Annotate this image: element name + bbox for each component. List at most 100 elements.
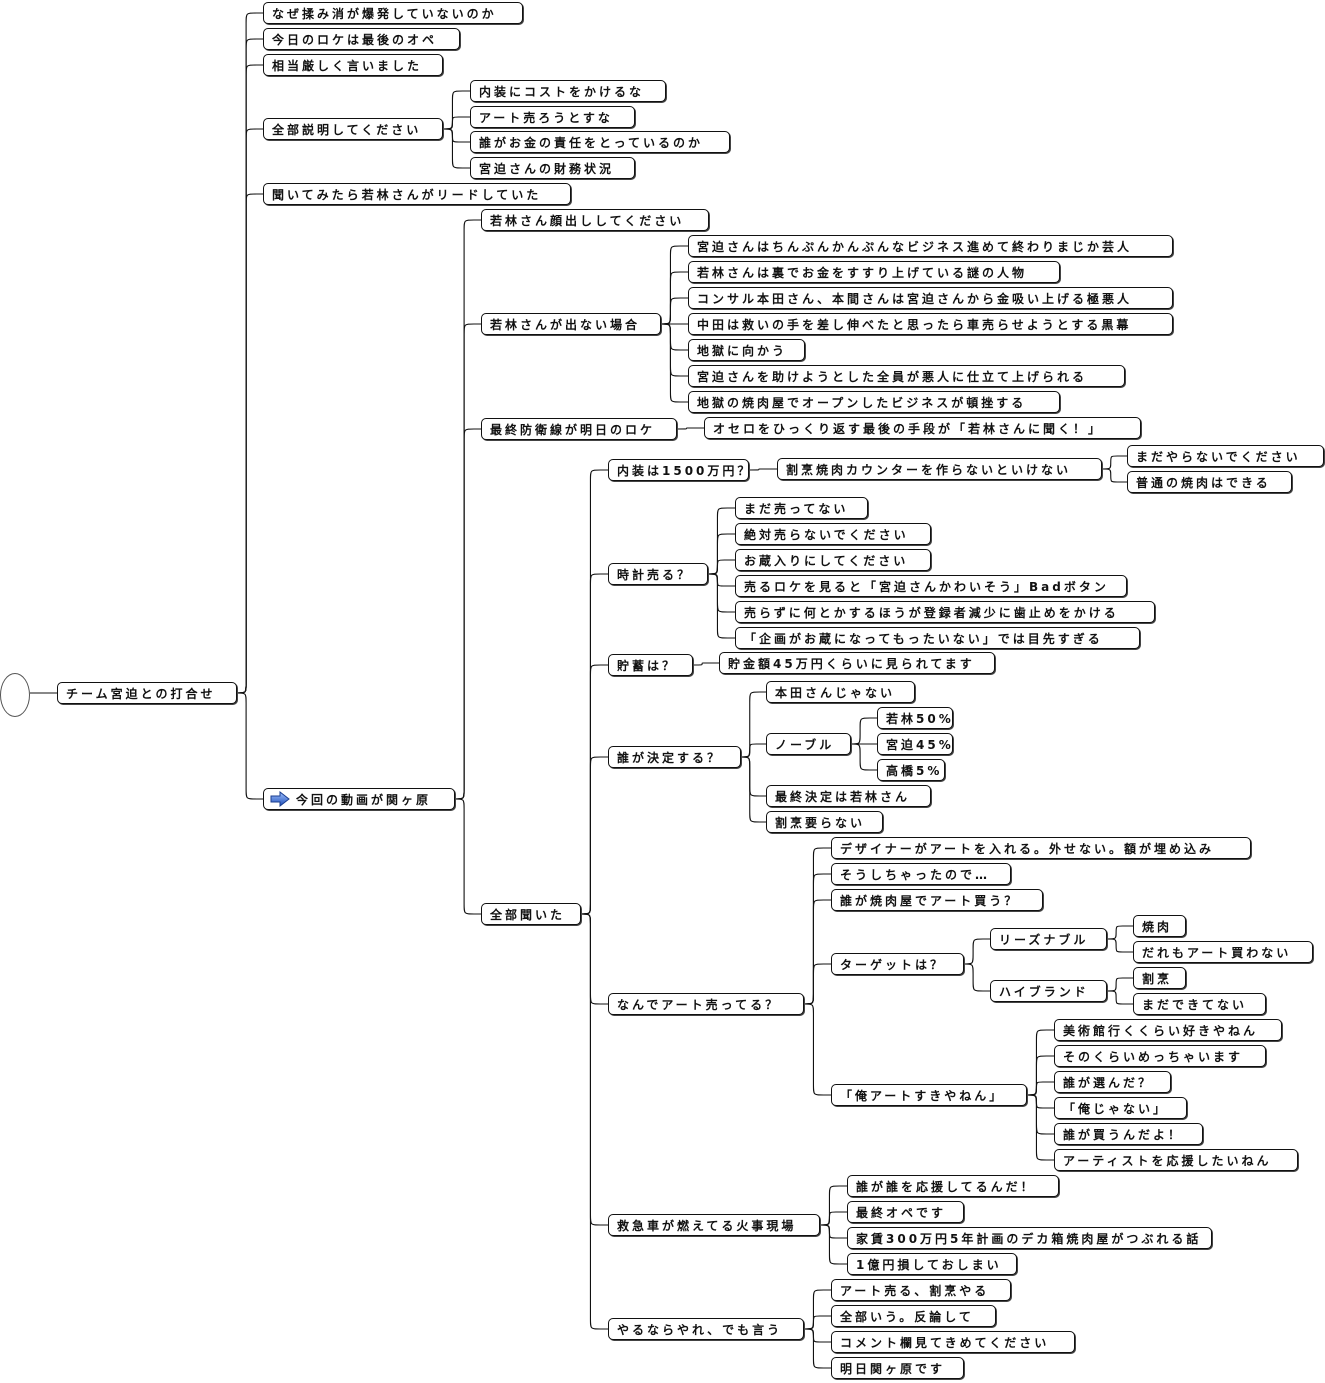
connector-n48-n49 bbox=[963, 938, 990, 965]
topic-node[interactable]: 今日のロケは最後のオペ bbox=[263, 28, 460, 50]
node-label: 内装は1500万円？ bbox=[617, 463, 749, 478]
topic-node[interactable]: 若林50% bbox=[877, 707, 953, 729]
topic-node[interactable]: 貯蓄は？ bbox=[608, 654, 693, 676]
topic-node[interactable]: 誰が焼肉屋でアート買う？ bbox=[831, 889, 1043, 911]
topic-node[interactable]: 誰が誰を応援してるんだ！ bbox=[847, 1175, 1059, 1197]
topic-node[interactable]: 売るロケを見ると「宮迫さんかわいそう」Badボタン bbox=[735, 575, 1127, 597]
node-label: やるならやれ、でも言う bbox=[617, 1322, 783, 1337]
topic-node[interactable]: 割烹焼肉カウンターを作らないといけない bbox=[777, 458, 1102, 480]
topic-node[interactable]: ノーブル bbox=[766, 733, 851, 755]
topic-node[interactable]: お蔵入りにしてください bbox=[735, 549, 931, 571]
topic-node[interactable]: だれもアート買わない bbox=[1133, 941, 1313, 963]
topic-node[interactable]: 救急車が燃えてる火事現場 bbox=[608, 1214, 820, 1236]
topic-node[interactable]: そうしちゃったので… bbox=[831, 863, 1011, 885]
topic-node[interactable]: なぜ揉み消が爆発していないのか bbox=[263, 2, 523, 24]
connector-n36-n38 bbox=[740, 743, 766, 758]
connector-n52-n53 bbox=[1106, 977, 1133, 992]
topic-node[interactable]: 家賃300万円5年計画のデカ箱焼肉屋がつぶれる話 bbox=[847, 1227, 1212, 1249]
topic-node[interactable]: 割烹要らない bbox=[766, 811, 883, 833]
root-connector-oval bbox=[0, 673, 30, 717]
topic-node[interactable]: 誰が選んだ？ bbox=[1054, 1071, 1171, 1093]
topic-node[interactable]: 宮迫さんはちんぷんかんぷんなビジネス進めて終わりまじか芸人 bbox=[688, 235, 1173, 257]
topic-node[interactable]: まだできてない bbox=[1133, 993, 1266, 1015]
topic-node[interactable]: 高橋5% bbox=[877, 759, 945, 781]
node-label: そのくらいめっちゃいます bbox=[1063, 1049, 1244, 1064]
right-arrow-icon bbox=[270, 791, 290, 807]
topic-node[interactable]: 美術館行くくらい好きやねん bbox=[1054, 1019, 1282, 1041]
connector-n10-n22 bbox=[454, 798, 481, 915]
topic-node[interactable]: 相当厳しく言いました bbox=[263, 54, 443, 76]
topic-node[interactable]: 1億円損しておしまい bbox=[847, 1253, 1017, 1275]
topic-node[interactable]: ターゲットは？ bbox=[831, 953, 964, 975]
topic-node[interactable]: なんでアート売ってる？ bbox=[608, 993, 804, 1015]
topic-node[interactable]: 地獄の焼肉屋でオープンしたビジネスが頓挫する bbox=[688, 391, 1060, 413]
topic-node[interactable]: デザイナーがアートを入れる。外せない。額が埋め込み bbox=[831, 837, 1251, 859]
connector-n10-n11 bbox=[454, 219, 481, 800]
topic-node[interactable]: 最終防衛線が明日のロケ bbox=[481, 418, 677, 440]
node-label: チーム宮迫との打合せ bbox=[66, 686, 216, 701]
topic-node[interactable]: 最終オペです bbox=[847, 1201, 964, 1223]
topic-node[interactable]: まだ売ってない bbox=[735, 497, 868, 519]
topic-node[interactable]: 全部説明してください bbox=[263, 118, 443, 140]
topic-node[interactable]: 宮迫さんを助けようとした全員が悪人に仕立て上げられる bbox=[688, 365, 1125, 387]
topic-node[interactable]: アーティストを応援したいねん bbox=[1054, 1149, 1298, 1171]
topic-node[interactable]: アート売ろうとすな bbox=[470, 106, 635, 128]
topic-node[interactable]: 普通の焼肉はできる bbox=[1127, 471, 1292, 493]
topic-node[interactable]: 焼肉 bbox=[1133, 915, 1186, 937]
connector-n0-n9 bbox=[236, 193, 263, 694]
topic-node[interactable]: 「企画がお蔵になってもったいない」では目先すぎる bbox=[735, 627, 1140, 649]
connector-n44-n47 bbox=[803, 899, 831, 1005]
connector-n44-n48 bbox=[803, 963, 831, 1005]
node-label: 全部いう。反論して bbox=[840, 1309, 974, 1324]
topic-node[interactable]: 「俺アートすきやねん」 bbox=[831, 1084, 1027, 1106]
node-label: デザイナーがアートを入れる。外せない。額が埋め込み bbox=[840, 841, 1215, 856]
connector-n27-n28 bbox=[707, 507, 735, 575]
topic-node[interactable]: 宮迫45% bbox=[877, 733, 953, 755]
topic-node[interactable]: リーズナブル bbox=[990, 928, 1107, 950]
connector-n55-n59 bbox=[1026, 1094, 1054, 1109]
node-label: 割烹要らない bbox=[775, 815, 866, 830]
topic-node[interactable]: 地獄に向かう bbox=[688, 339, 805, 361]
topic-node[interactable]: 若林さんは裏でお金をすすり上げている謎の人物 bbox=[688, 261, 1060, 283]
topic-node[interactable]: 若林さんが出ない場合 bbox=[481, 313, 661, 335]
topic-node[interactable]: 宮迫さんの財務状況 bbox=[470, 157, 635, 179]
topic-node[interactable]: 聞いてみたら若林さんがリードしていた bbox=[263, 183, 571, 205]
topic-node[interactable]: アート売る、割烹やる bbox=[831, 1279, 1011, 1301]
topic-node[interactable]: 誰が決定する？ bbox=[608, 746, 741, 768]
topic-node[interactable]: 今回の動画が関ヶ原 bbox=[263, 788, 455, 810]
topic-node[interactable]: やるならやれ、でも言う bbox=[608, 1318, 804, 1340]
topic-node[interactable]: 最終決定は若林さん bbox=[766, 785, 931, 807]
topic-node[interactable]: 明日関ヶ原です bbox=[831, 1357, 964, 1379]
topic-node[interactable]: 売らずに何とかするほうが登録者減少に歯止めをかける bbox=[735, 601, 1155, 623]
topic-node[interactable]: 誰がお金の責任をとっているのか bbox=[470, 131, 730, 153]
topic-node[interactable]: コメント欄見てきめてください bbox=[831, 1331, 1075, 1353]
topic-node[interactable]: 全部聞いた bbox=[481, 903, 581, 925]
node-label: 美術館行くくらい好きやねん bbox=[1063, 1023, 1259, 1038]
topic-node[interactable]: 貯金額45万円くらいに見られてます bbox=[719, 652, 995, 674]
topic-node[interactable]: オセロをひっくり返す最後の手段が「若林さんに聞く！」 bbox=[704, 417, 1141, 439]
topic-node[interactable]: 全部いう。反論して bbox=[831, 1305, 996, 1327]
topic-node[interactable]: 本田さんじゃない bbox=[766, 681, 915, 703]
topic-node[interactable]: 「俺じゃない」 bbox=[1054, 1097, 1187, 1119]
topic-node[interactable]: 内装は1500万円？ bbox=[608, 459, 749, 481]
node-label: オセロをひっくり返す最後の手段が「若林さんに聞く！」 bbox=[713, 421, 1104, 436]
topic-node[interactable]: 若林さん顔出ししてください bbox=[481, 209, 709, 231]
topic-node[interactable]: 誰が買うんだよ！ bbox=[1054, 1123, 1203, 1145]
topic-node[interactable]: 時計売る？ bbox=[608, 563, 708, 585]
topic-node[interactable]: 中田は救いの手を差し伸べたと思ったら車売らせようとする黒幕 bbox=[688, 313, 1173, 335]
topic-node[interactable]: そのくらいめっちゃいます bbox=[1054, 1045, 1266, 1067]
node-label: 中田は救いの手を差し伸べたと思ったら車売らせようとする黒幕 bbox=[697, 317, 1132, 332]
connector-n27-n32 bbox=[707, 573, 735, 613]
connector-n27-n31 bbox=[707, 573, 735, 587]
node-label: リーズナブル bbox=[999, 932, 1089, 947]
topic-node[interactable]: まだやらないでください bbox=[1127, 445, 1324, 467]
topic-node[interactable]: 内装にコストをかけるな bbox=[470, 80, 666, 102]
topic-node[interactable]: コンサル本田さん、本間さんは宮迫さんから金吸い上げる極悪人 bbox=[688, 287, 1173, 309]
topic-node[interactable]: 割烹 bbox=[1133, 967, 1186, 989]
node-label: まだ売ってない bbox=[744, 501, 849, 516]
node-label: 最終決定は若林さん bbox=[775, 789, 911, 804]
topic-node[interactable]: ハイブランド bbox=[990, 980, 1107, 1002]
root-node[interactable]: チーム宮迫との打合せ bbox=[57, 682, 237, 704]
node-label: 売るロケを見ると「宮迫さんかわいそう」Badボタン bbox=[744, 579, 1109, 594]
topic-node[interactable]: 絶対売らないでください bbox=[735, 523, 931, 545]
